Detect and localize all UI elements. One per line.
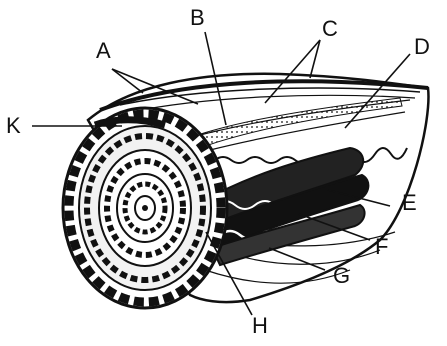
label-b: B xyxy=(190,5,205,30)
label-c: C xyxy=(322,16,338,41)
end-cross-section xyxy=(63,108,227,308)
label-d: D xyxy=(414,34,430,59)
label-h: H xyxy=(252,313,268,338)
label-g: G xyxy=(333,263,350,288)
label-a: A xyxy=(96,38,111,63)
label-f: F xyxy=(375,234,388,259)
label-k: K xyxy=(6,113,21,138)
label-e: E xyxy=(402,190,417,215)
